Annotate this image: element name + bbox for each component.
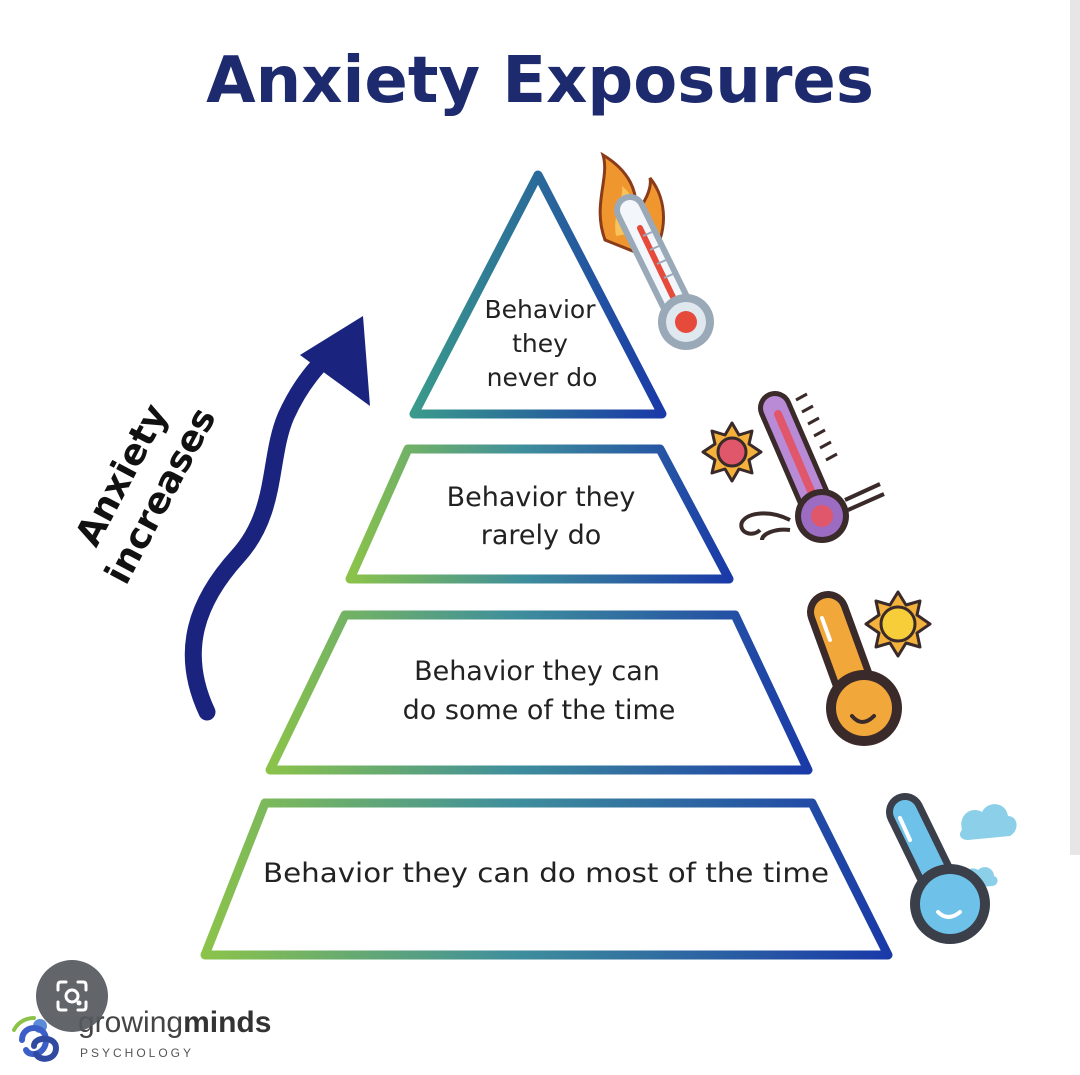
image-search-icon <box>56 980 88 1012</box>
page-title: Anxiety Exposures <box>206 44 874 118</box>
warm-thermometer-icon <box>807 590 932 746</box>
pyramid-tier-4 <box>200 798 893 960</box>
flaming-thermometer-icon <box>598 151 714 350</box>
pyramid-tier-top <box>409 170 667 419</box>
tier-label-4: Behavior they can do most of the time <box>263 858 829 889</box>
svg-text:they: they <box>512 329 568 358</box>
svg-text:rarely do: rarely do <box>481 520 602 551</box>
svg-text:do some of the time: do some of the time <box>403 695 676 726</box>
brand-logo <box>12 1016 60 1062</box>
cold-thermometer-icon <box>886 793 1017 944</box>
tier-label-2: Behavior they rarely do <box>447 482 636 551</box>
svg-text:Behavior they: Behavior they <box>447 482 636 513</box>
arrow-head <box>300 316 370 406</box>
svg-text:never do: never do <box>487 363 598 392</box>
tier-label-top: Behavior they never do <box>484 295 597 392</box>
anxiety-increases-label: Anxiety increases <box>68 398 225 591</box>
image-search-button[interactable] <box>36 960 108 1032</box>
right-edge-bar <box>1070 0 1080 855</box>
svg-text:Behavior they can: Behavior they can <box>414 656 660 687</box>
pyramid-tier-2 <box>345 444 734 584</box>
tier-label-3: Behavior they can do some of the time <box>403 656 676 726</box>
anxiety-arrow <box>184 329 359 721</box>
pyramid-tier-3 <box>265 610 813 775</box>
hot-thermometer-icon <box>701 391 885 543</box>
brand-name: growingminds <box>78 1006 271 1039</box>
brand-tagline: PSYCHOLOGY <box>80 1046 194 1060</box>
svg-text:Behavior they can do most of t: Behavior they can do most of the time <box>263 858 829 889</box>
svg-text:Behavior: Behavior <box>484 295 596 324</box>
